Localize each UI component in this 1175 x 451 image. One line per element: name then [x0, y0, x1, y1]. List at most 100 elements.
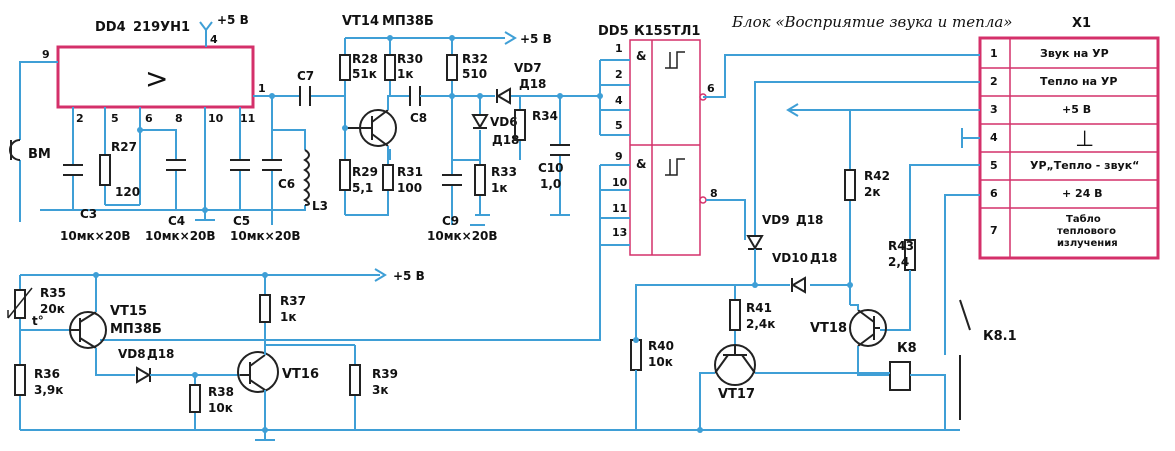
- dd5-pin-13: 13: [612, 226, 627, 239]
- x1-pin-7-line2: теплового: [1057, 226, 1116, 237]
- dd4-pin-11: 11: [240, 112, 255, 125]
- vd10-type: Д18: [810, 251, 837, 265]
- junction-dots: [93, 35, 853, 433]
- r31-ref: R31: [397, 165, 423, 179]
- dd4-output-pin: 1: [258, 82, 266, 95]
- c9-ref: C9: [442, 214, 459, 228]
- r37-ref: R37: [280, 294, 306, 308]
- relay-driver: R42 2к R43 2,4 VT18 К8 К8.1: [810, 169, 1017, 430]
- r38-value: 10к: [208, 401, 233, 415]
- x1-pin-3-num: 3: [990, 103, 998, 116]
- dd5-gate2-symbol: &: [636, 157, 646, 171]
- top-supply-label: +5 В: [520, 32, 552, 46]
- vd6-ref: VD6: [490, 115, 518, 129]
- r35-ref: R35: [40, 286, 66, 300]
- dd4-ref: DD4: [95, 20, 126, 35]
- vd7-type: Д18: [519, 77, 546, 91]
- x1-ref: Х1: [1072, 16, 1091, 31]
- r35-value: 20к: [40, 302, 65, 316]
- r28-value: 51к: [352, 67, 377, 81]
- r36-ref: R36: [34, 367, 60, 381]
- amplifier-dd4: DD4 219УН1 > +5 В 4 9 1 2 5 6 8 10 11: [42, 13, 266, 125]
- r38-ref: R38: [208, 385, 234, 399]
- dd5-pin-5: 5: [615, 119, 623, 132]
- r33-ref: R33: [491, 165, 517, 179]
- x1-pin-5-label: УР„Тепло - звук“: [1030, 159, 1139, 172]
- microphone-bm: ВМ: [9, 61, 58, 222]
- k8-contact: К8.1: [983, 329, 1017, 344]
- vt15-type: МП38Б: [110, 322, 162, 337]
- r29-ref: R29: [352, 165, 378, 179]
- vt14-stage: +5 В VT14 МП38Б R28 51к R29 5,1 R30 1к R…: [339, 14, 590, 243]
- dd5-type: К155ТЛ1: [634, 24, 700, 39]
- r42-value: 2к: [864, 185, 881, 199]
- dd4-supply-label: +5 В: [217, 13, 249, 27]
- c4-ref: C4: [168, 214, 185, 228]
- vd8-type: Д18: [147, 347, 174, 361]
- vd6-type: Д18: [492, 133, 519, 147]
- r28-ref: R28: [352, 52, 378, 66]
- vd8-ref: VD8: [118, 347, 146, 361]
- x1-pin-7-line3: излучения: [1057, 238, 1118, 249]
- r39-ref: R39: [372, 367, 398, 381]
- l3-ref: L3: [312, 199, 328, 213]
- dd4-body: [56, 45, 255, 109]
- r32-value: 510: [462, 67, 487, 81]
- x1-pin-2-label: Тепло на УР: [1040, 75, 1117, 88]
- dd5-gate1-symbol: &: [636, 49, 646, 63]
- r29-value: 5,1: [352, 181, 373, 195]
- x1-pin-6-num: 6: [990, 187, 998, 200]
- connector-x1: Х1 1 Звук на УР 2 Тепло на УР 3 +5 В 4 ⊥…: [978, 16, 1160, 260]
- amplifier-symbol: >: [145, 62, 168, 95]
- dd5-ref: DD5: [598, 24, 629, 39]
- x1-pin-7-num: 7: [990, 224, 998, 237]
- dd5-pin-10: 10: [612, 176, 628, 189]
- vt15-ref: VT15: [110, 304, 147, 319]
- c5-value: 10мк×20В: [230, 229, 301, 243]
- microphone-ref: ВМ: [28, 147, 51, 162]
- dd4-pin-6: 6: [145, 112, 153, 125]
- k8-ref: К8: [897, 341, 917, 356]
- r37-value: 1к: [280, 310, 297, 324]
- dd4-bottom-network: R27 120 C3 10мк×20В C4 10мк×20В C5 10мк×…: [40, 107, 301, 243]
- r36-value: 3,9к: [34, 383, 63, 397]
- dd5-pin-2: 2: [615, 68, 623, 81]
- r30-value: 1к: [397, 67, 414, 81]
- vt17-ref: VT17: [718, 387, 755, 402]
- vt17-stage: R40 10к R41 2,4к VT17: [630, 285, 890, 430]
- block-title: Блок «Восприятие звука и тепла»: [731, 13, 1013, 31]
- x1-pin-6-label: + 24 В: [1062, 187, 1103, 200]
- r27-ref: R27: [111, 140, 137, 154]
- c3-value: 10мк×20В: [60, 229, 131, 243]
- x1-pin-3-label: +5 В: [1062, 103, 1091, 116]
- schmitt-trigger-dd5: DD5 К155ТЛ1 & & 1 2 4 5 9 10 11 13 6 8: [100, 24, 718, 341]
- dd4-type: 219УН1: [133, 20, 190, 35]
- r40-ref: R40: [648, 339, 674, 353]
- vd9-type: Д18: [796, 213, 823, 227]
- dd4-pin-5: 5: [111, 112, 119, 125]
- vt16-ref: VT16: [282, 367, 319, 382]
- vt14-ref: VT14: [342, 14, 379, 29]
- connector-wiring: [703, 54, 980, 355]
- dd4-power-pin: 4: [210, 33, 218, 46]
- dd4-pin-10: 10: [208, 112, 224, 125]
- r27-value: 120: [115, 185, 140, 199]
- r35-temp: t°: [32, 314, 44, 328]
- thermal-supply-label: +5 В: [393, 269, 425, 283]
- x1-pin-4-num: 4: [990, 131, 998, 144]
- c9-value: 10мк×20В: [427, 229, 498, 243]
- dd5-pin-9: 9: [615, 150, 623, 163]
- r42-ref: R42: [864, 169, 890, 183]
- dd5-pin-4: 4: [615, 94, 623, 107]
- r39-value: 3к: [372, 383, 389, 397]
- dd4-pin-2: 2: [76, 112, 84, 125]
- dd4-input-pin: 9: [42, 48, 50, 61]
- r33-value: 1к: [491, 181, 508, 195]
- x1-pin-1-label: Звук на УР: [1040, 47, 1109, 60]
- r41-ref: R41: [746, 301, 772, 315]
- dd5-out-8: 8: [710, 187, 718, 200]
- r30-ref: R30: [397, 52, 423, 66]
- thermal-circuit: +5 В R35 20к t° R36 3,9к VT15 МП38Б VD8 …: [7, 268, 960, 441]
- dd5-out-6: 6: [707, 82, 715, 95]
